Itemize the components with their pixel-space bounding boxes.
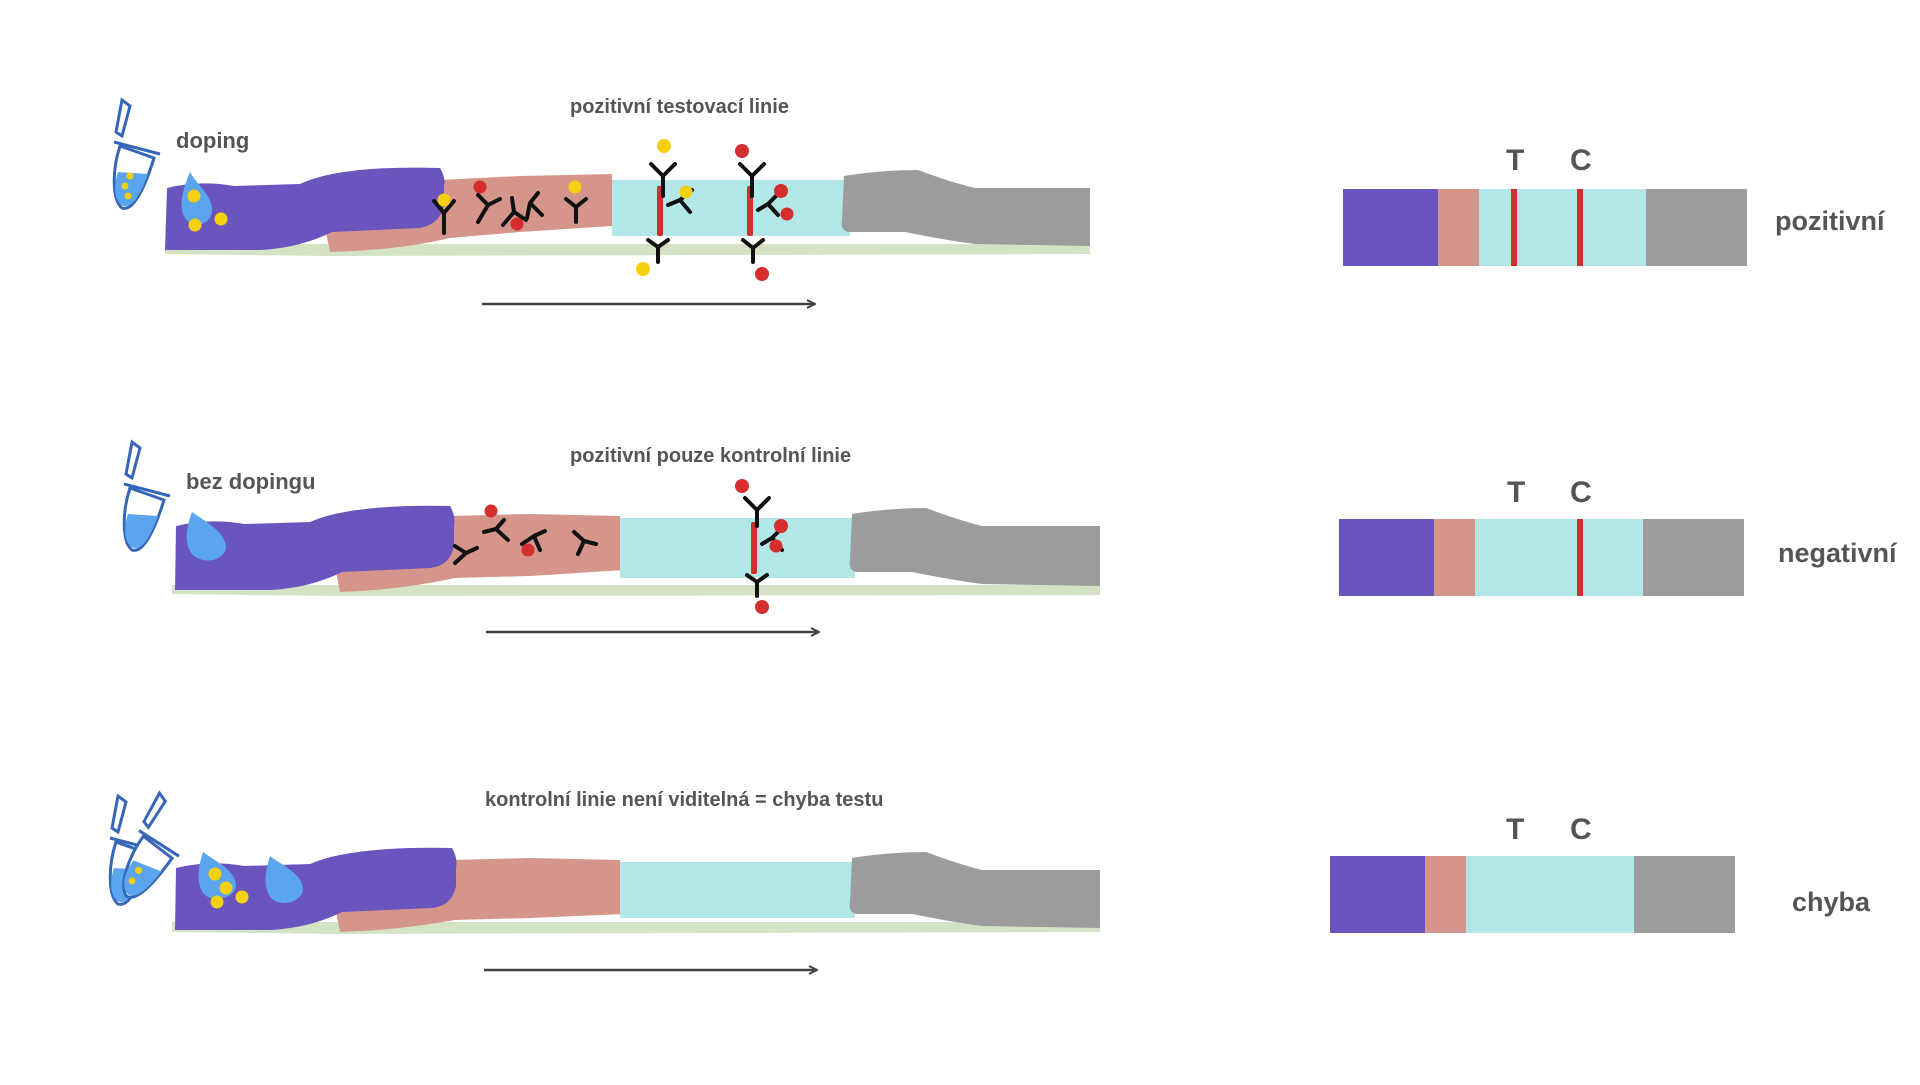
letter-c: C (1570, 144, 1592, 177)
scenario-row-2: bez dopingu pozitivní po (122, 439, 1898, 632)
test-strip-schematic (172, 847, 1100, 934)
result-label: pozitivní (1775, 206, 1886, 236)
line-caption: kontrolní linie není viditelná = chyba t… (485, 789, 883, 811)
sample-label: bez dopingu (186, 469, 316, 494)
line-caption: pozitivní testovací linie (570, 96, 789, 118)
backing-card (172, 585, 1100, 596)
membrane (620, 518, 855, 578)
result-strip (1343, 189, 1747, 266)
analyte-particle (219, 881, 233, 895)
control-line-c (751, 522, 757, 574)
backing-card (165, 244, 1090, 256)
test-strip-schematic (172, 505, 1100, 596)
letter-t: T (1507, 476, 1525, 509)
membrane (612, 180, 850, 236)
absorbent-pad (849, 508, 1100, 586)
captured-antibodies (735, 479, 788, 614)
result-strip (1339, 519, 1744, 596)
absorbent-pad (849, 852, 1100, 928)
sample-drop (186, 512, 226, 561)
analyte-particle (210, 895, 224, 909)
result-control-line (1577, 189, 1583, 266)
letter-t: T (1506, 144, 1524, 177)
control-line-c (747, 186, 753, 236)
scenario-row-3: kontrolní linie není viditelná = chyba t… (108, 789, 1871, 970)
antibody-conjugates (432, 180, 588, 235)
letter-c: C (1570, 476, 1592, 509)
analyte-particle (235, 890, 249, 904)
analyte-particle (214, 212, 228, 226)
scenario-row-1: doping (112, 96, 1886, 304)
captured-antibodies (636, 139, 794, 281)
test-line-t (657, 186, 663, 236)
sample-label: doping (176, 128, 249, 153)
sample-drop (265, 856, 303, 904)
analyte-particle (188, 218, 202, 232)
analyte-particle (187, 189, 201, 203)
sample-pad (175, 505, 455, 590)
result-test-line (1511, 189, 1517, 266)
sample-pad (165, 167, 445, 250)
membrane (620, 862, 855, 918)
letter-c: C (1570, 813, 1592, 846)
antibody-conjugates (453, 504, 598, 565)
letter-t: T (1506, 813, 1524, 846)
line-caption: pozitivní pouze kontrolní linie (570, 445, 851, 467)
test-tube-icon (122, 790, 180, 899)
result-control-line (1577, 519, 1583, 596)
test-tube-icon (112, 97, 161, 210)
test-strip-schematic (165, 167, 1090, 256)
test-tube-icon (122, 439, 171, 552)
result-label: negativní (1778, 538, 1898, 568)
absorbent-pad (841, 170, 1090, 246)
result-strip (1330, 856, 1735, 933)
sample-pad (175, 847, 457, 930)
result-label: chyba (1792, 887, 1871, 917)
backing-card (172, 922, 1100, 934)
analyte-particle (208, 867, 222, 881)
